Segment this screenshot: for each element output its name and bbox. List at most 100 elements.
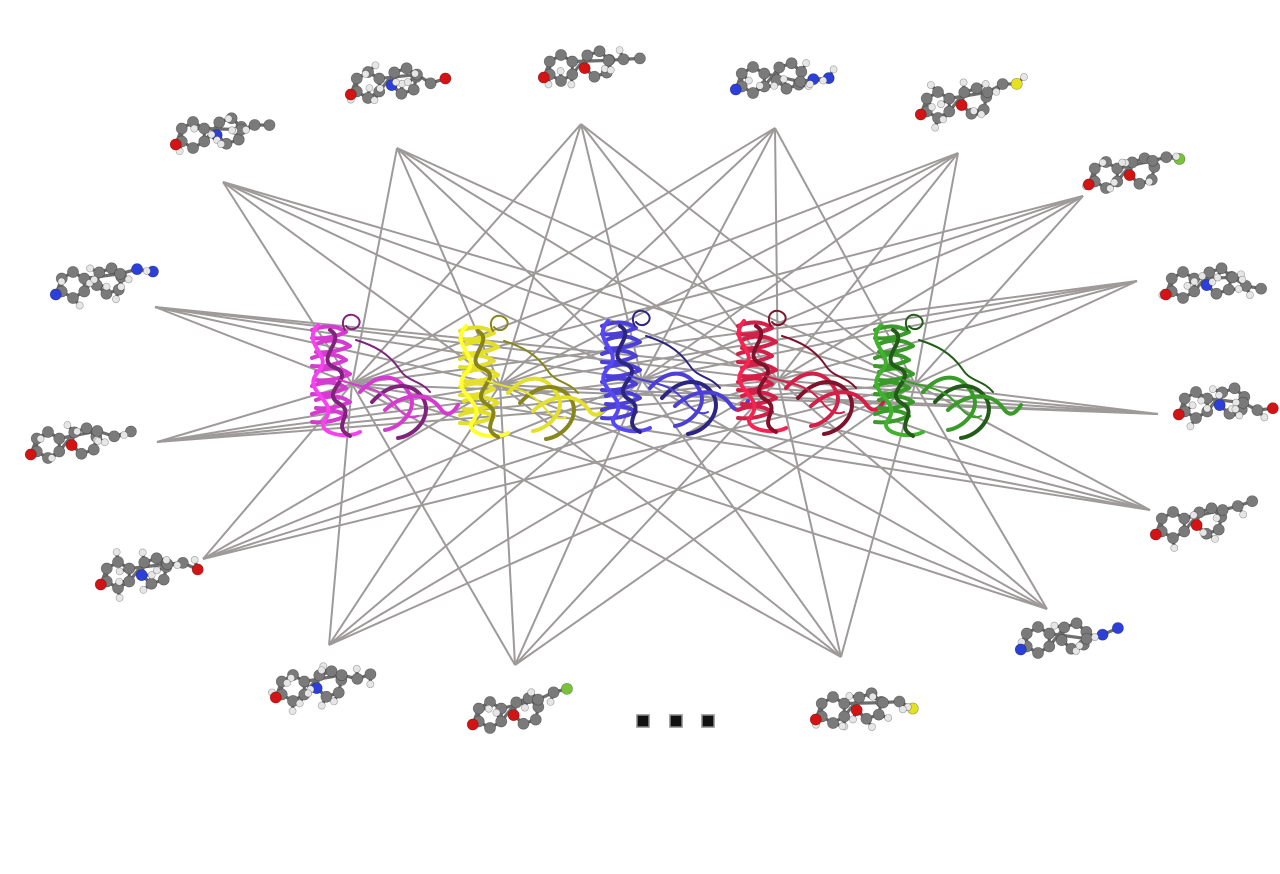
oxygen-atom (578, 62, 591, 75)
ellipsis-square-1 (636, 714, 650, 728)
carbon-atom (112, 556, 124, 568)
carbon-atom (1178, 512, 1191, 525)
oxygen-atom (191, 563, 204, 576)
carbon-atom (1210, 287, 1223, 300)
oxygen-atom (466, 718, 479, 731)
edge-protein-crimson-ligand-2 (396, 147, 779, 381)
carbon-atom (157, 573, 170, 586)
carbon-atom (853, 691, 866, 704)
carbon-atom (1216, 504, 1229, 516)
hydrogen-atom (403, 78, 412, 87)
carbon-atom (588, 70, 601, 83)
hydrogen-atom (939, 115, 947, 124)
edge-protein-blue-ligand-1 (222, 181, 643, 381)
hydrogen-atom (147, 571, 156, 580)
hydrogen-atom (1145, 177, 1154, 186)
sulfur-atom (1010, 77, 1023, 90)
edge-protein-yellow-ligand-16 (154, 306, 501, 386)
edge-protein-magenta-ligand-11 (351, 383, 842, 658)
carbon-atom (1032, 647, 1044, 659)
carbon-atom (795, 65, 808, 78)
hydrogen-atom (1208, 385, 1217, 394)
carbon-atom (794, 75, 807, 88)
hydrogen-atom (112, 548, 121, 556)
oxygen-atom (1172, 408, 1185, 421)
oxygen-atom (94, 578, 107, 591)
hydrogen-atom (1110, 178, 1119, 187)
nitrogen-atom (1112, 622, 1124, 634)
ligand-5-molecule (914, 73, 1028, 132)
edge-protein-yellow-ligand-6 (499, 195, 1084, 386)
edge-protein-crimson-ligand-13 (328, 379, 779, 646)
hydrogen-atom (802, 59, 811, 68)
edge-protein-yellow-ligand-2 (396, 147, 501, 386)
hydrogen-atom (937, 100, 945, 109)
carbon-atom (1231, 500, 1244, 512)
hydrogen-atom (138, 548, 147, 557)
carbon-atom (80, 422, 93, 435)
edge-protein-magenta-ligand-2 (351, 147, 398, 385)
hydrogen-atom (829, 65, 838, 74)
carbon-atom (735, 67, 748, 80)
edge-protein-crimson-ligand-11 (777, 379, 842, 658)
hydrogen-atom (756, 81, 764, 90)
carbon-atom (78, 285, 91, 298)
carbon-atom (1251, 404, 1264, 417)
hydrogen-atom (190, 556, 199, 564)
carbon-atom (996, 78, 1009, 90)
hydrogen-atom (981, 80, 990, 88)
hydrogen-atom (173, 561, 182, 570)
carbon-atom (1212, 523, 1225, 536)
hydrogen-atom (819, 76, 828, 85)
edge-protein-yellow-ligand-5 (499, 152, 959, 386)
hydrogen-atom (124, 275, 133, 284)
carbon-atom (105, 262, 118, 275)
carbon-atom (1155, 512, 1168, 525)
carbon-atom (566, 68, 579, 81)
hydrogen-atom (1203, 404, 1212, 413)
carbon-atom (1165, 272, 1178, 285)
edge-protein-crimson-ligand-4 (774, 127, 779, 381)
hydrogen-atom (1190, 277, 1199, 286)
hydrogen-atom (606, 66, 615, 75)
hydrogen-atom (63, 421, 72, 429)
hydrogen-atom (317, 666, 326, 675)
hydrogen-atom (931, 123, 940, 132)
nitrogen-atom (1213, 399, 1226, 412)
oxygen-atom (169, 138, 182, 151)
carbon-atom (773, 61, 786, 74)
hydrogen-atom (838, 722, 847, 731)
oxygen-atom (850, 704, 863, 717)
carbon-atom (325, 665, 338, 678)
carbon-atom (566, 55, 579, 68)
edge-protein-magenta-ligand-12 (351, 383, 516, 666)
hydrogen-atom (556, 67, 565, 75)
carbon-atom (1111, 162, 1124, 175)
carbon-atom (633, 52, 646, 65)
carbon-atom (517, 717, 530, 730)
oxygen-atom (1190, 519, 1203, 532)
carbon-atom (747, 87, 759, 99)
hydrogen-atom (287, 674, 296, 682)
oxygen-atom (809, 713, 822, 726)
carbon-atom (351, 672, 364, 685)
edge-protein-green-ligand-7 (914, 280, 1138, 385)
carbon-atom (943, 92, 956, 105)
ligand-2-molecule (344, 61, 452, 105)
edge-protein-yellow-ligand-11 (499, 384, 842, 658)
edge-protein-crimson-ligand-6 (777, 195, 1084, 381)
hydrogen-atom (36, 434, 45, 443)
edge-protein-green-ligand-2 (396, 147, 916, 385)
hydrogen-atom (361, 70, 370, 78)
carbon-atom (145, 577, 158, 590)
edge-protein-blue-ligand-16 (154, 306, 643, 381)
protein-green (873, 313, 1023, 440)
hydrogen-atom (1075, 641, 1084, 650)
hydrogen-atom (898, 705, 907, 714)
nitrogen-atom (135, 569, 148, 582)
hydrogen-atom (1213, 273, 1222, 282)
hydrogen-atom (90, 275, 99, 284)
hydrogen-atom (117, 282, 126, 291)
carbon-atom (1255, 282, 1267, 295)
hydrogen-atom (102, 282, 111, 291)
